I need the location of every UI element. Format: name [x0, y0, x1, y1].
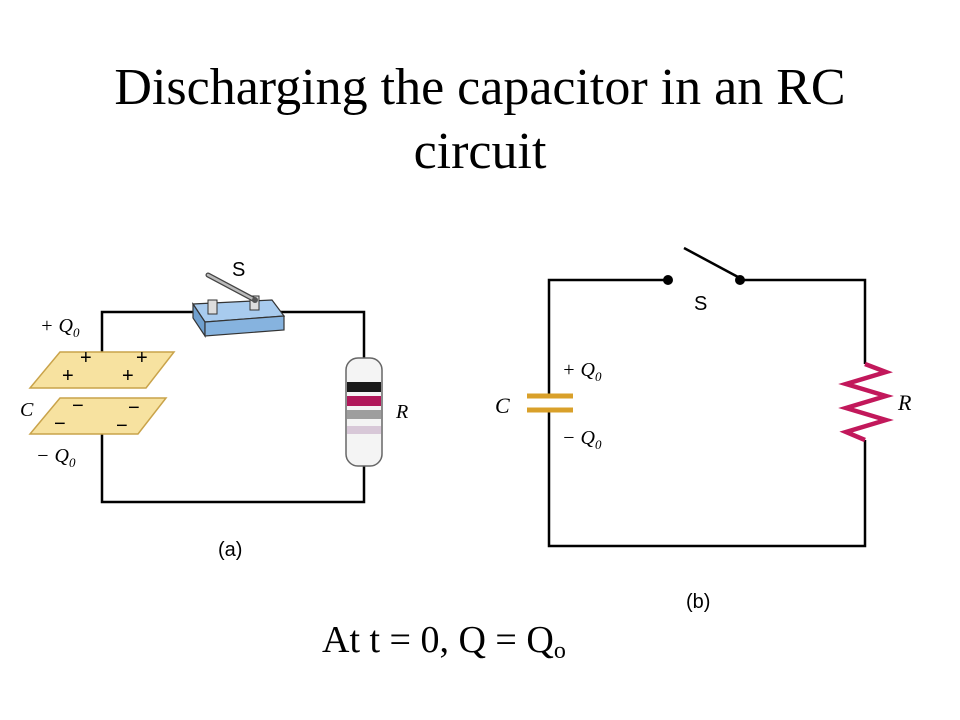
- figure-a-plus-sign: +: [62, 365, 74, 387]
- title-line-1: Discharging the capacitor in an RC: [114, 59, 846, 116]
- figure-a-plus-sign: +: [80, 347, 92, 369]
- figure-a-minus-sign: −: [116, 415, 128, 437]
- figure-a-resistor-label: R: [395, 401, 408, 423]
- figure-b-wire-left-top: [547, 278, 668, 394]
- figure-a-plus-sign: +: [122, 365, 134, 387]
- figure-a-switch-label: S: [232, 259, 245, 281]
- figure-a-plus-sign: +: [136, 347, 148, 369]
- initial-condition-equation: At t = 0, Q = Qo: [322, 618, 566, 665]
- figure-b: S C + Q0 − Q0 R (b): [495, 246, 912, 613]
- figure-a: S + + + + − − − − + Q0 C − Q0: [20, 259, 408, 561]
- title-line-2: circuit: [413, 123, 547, 180]
- figure-a-capacitor-label: C: [20, 399, 34, 421]
- figure-a-minus-sign: −: [72, 395, 84, 417]
- figure-a-capacitor: + + + + − − − −: [28, 347, 176, 437]
- figure-b-capacitor-symbol: [527, 393, 573, 413]
- figure-a-top-charge-label: + Q0: [40, 315, 80, 340]
- figure-a-bottom-charge-label: − Q0: [36, 445, 76, 470]
- figure-a-top-plate: [28, 351, 176, 389]
- figure-b-capacitor-label: C: [495, 393, 510, 418]
- figure-a-wire-bottom: [100, 432, 366, 504]
- figure-a-knife-switch: [191, 272, 286, 338]
- figure-b-wire-bottom: [547, 412, 867, 548]
- figure-b-resistor-label: R: [897, 390, 912, 415]
- figure-b-wire-right-top: [740, 278, 867, 364]
- slide-title: Discharging the capacitor in an RC circu…: [0, 56, 960, 184]
- figure-b-resistor-symbol: [838, 361, 894, 443]
- equation-text: At t = 0, Q = Q: [322, 619, 554, 661]
- figure-b-switch-label: S: [694, 293, 707, 315]
- figure-a-caption: (a): [218, 539, 242, 561]
- figure-b-bottom-charge-label: − Q0: [562, 427, 602, 452]
- figure-a-wire-right-top: [270, 310, 366, 362]
- figure-a-resistor: [345, 357, 383, 467]
- figure-a-bottom-plate: [28, 397, 168, 435]
- figure-a-minus-sign: −: [128, 397, 140, 419]
- figure-b-top-charge-label: + Q0: [562, 359, 602, 384]
- figure-b-wires: [547, 278, 867, 548]
- figure-a-minus-sign: −: [54, 413, 66, 435]
- figure-b-switch: [663, 246, 745, 285]
- equation-subscript: o: [553, 638, 566, 664]
- figure-b-caption: (b): [686, 591, 710, 613]
